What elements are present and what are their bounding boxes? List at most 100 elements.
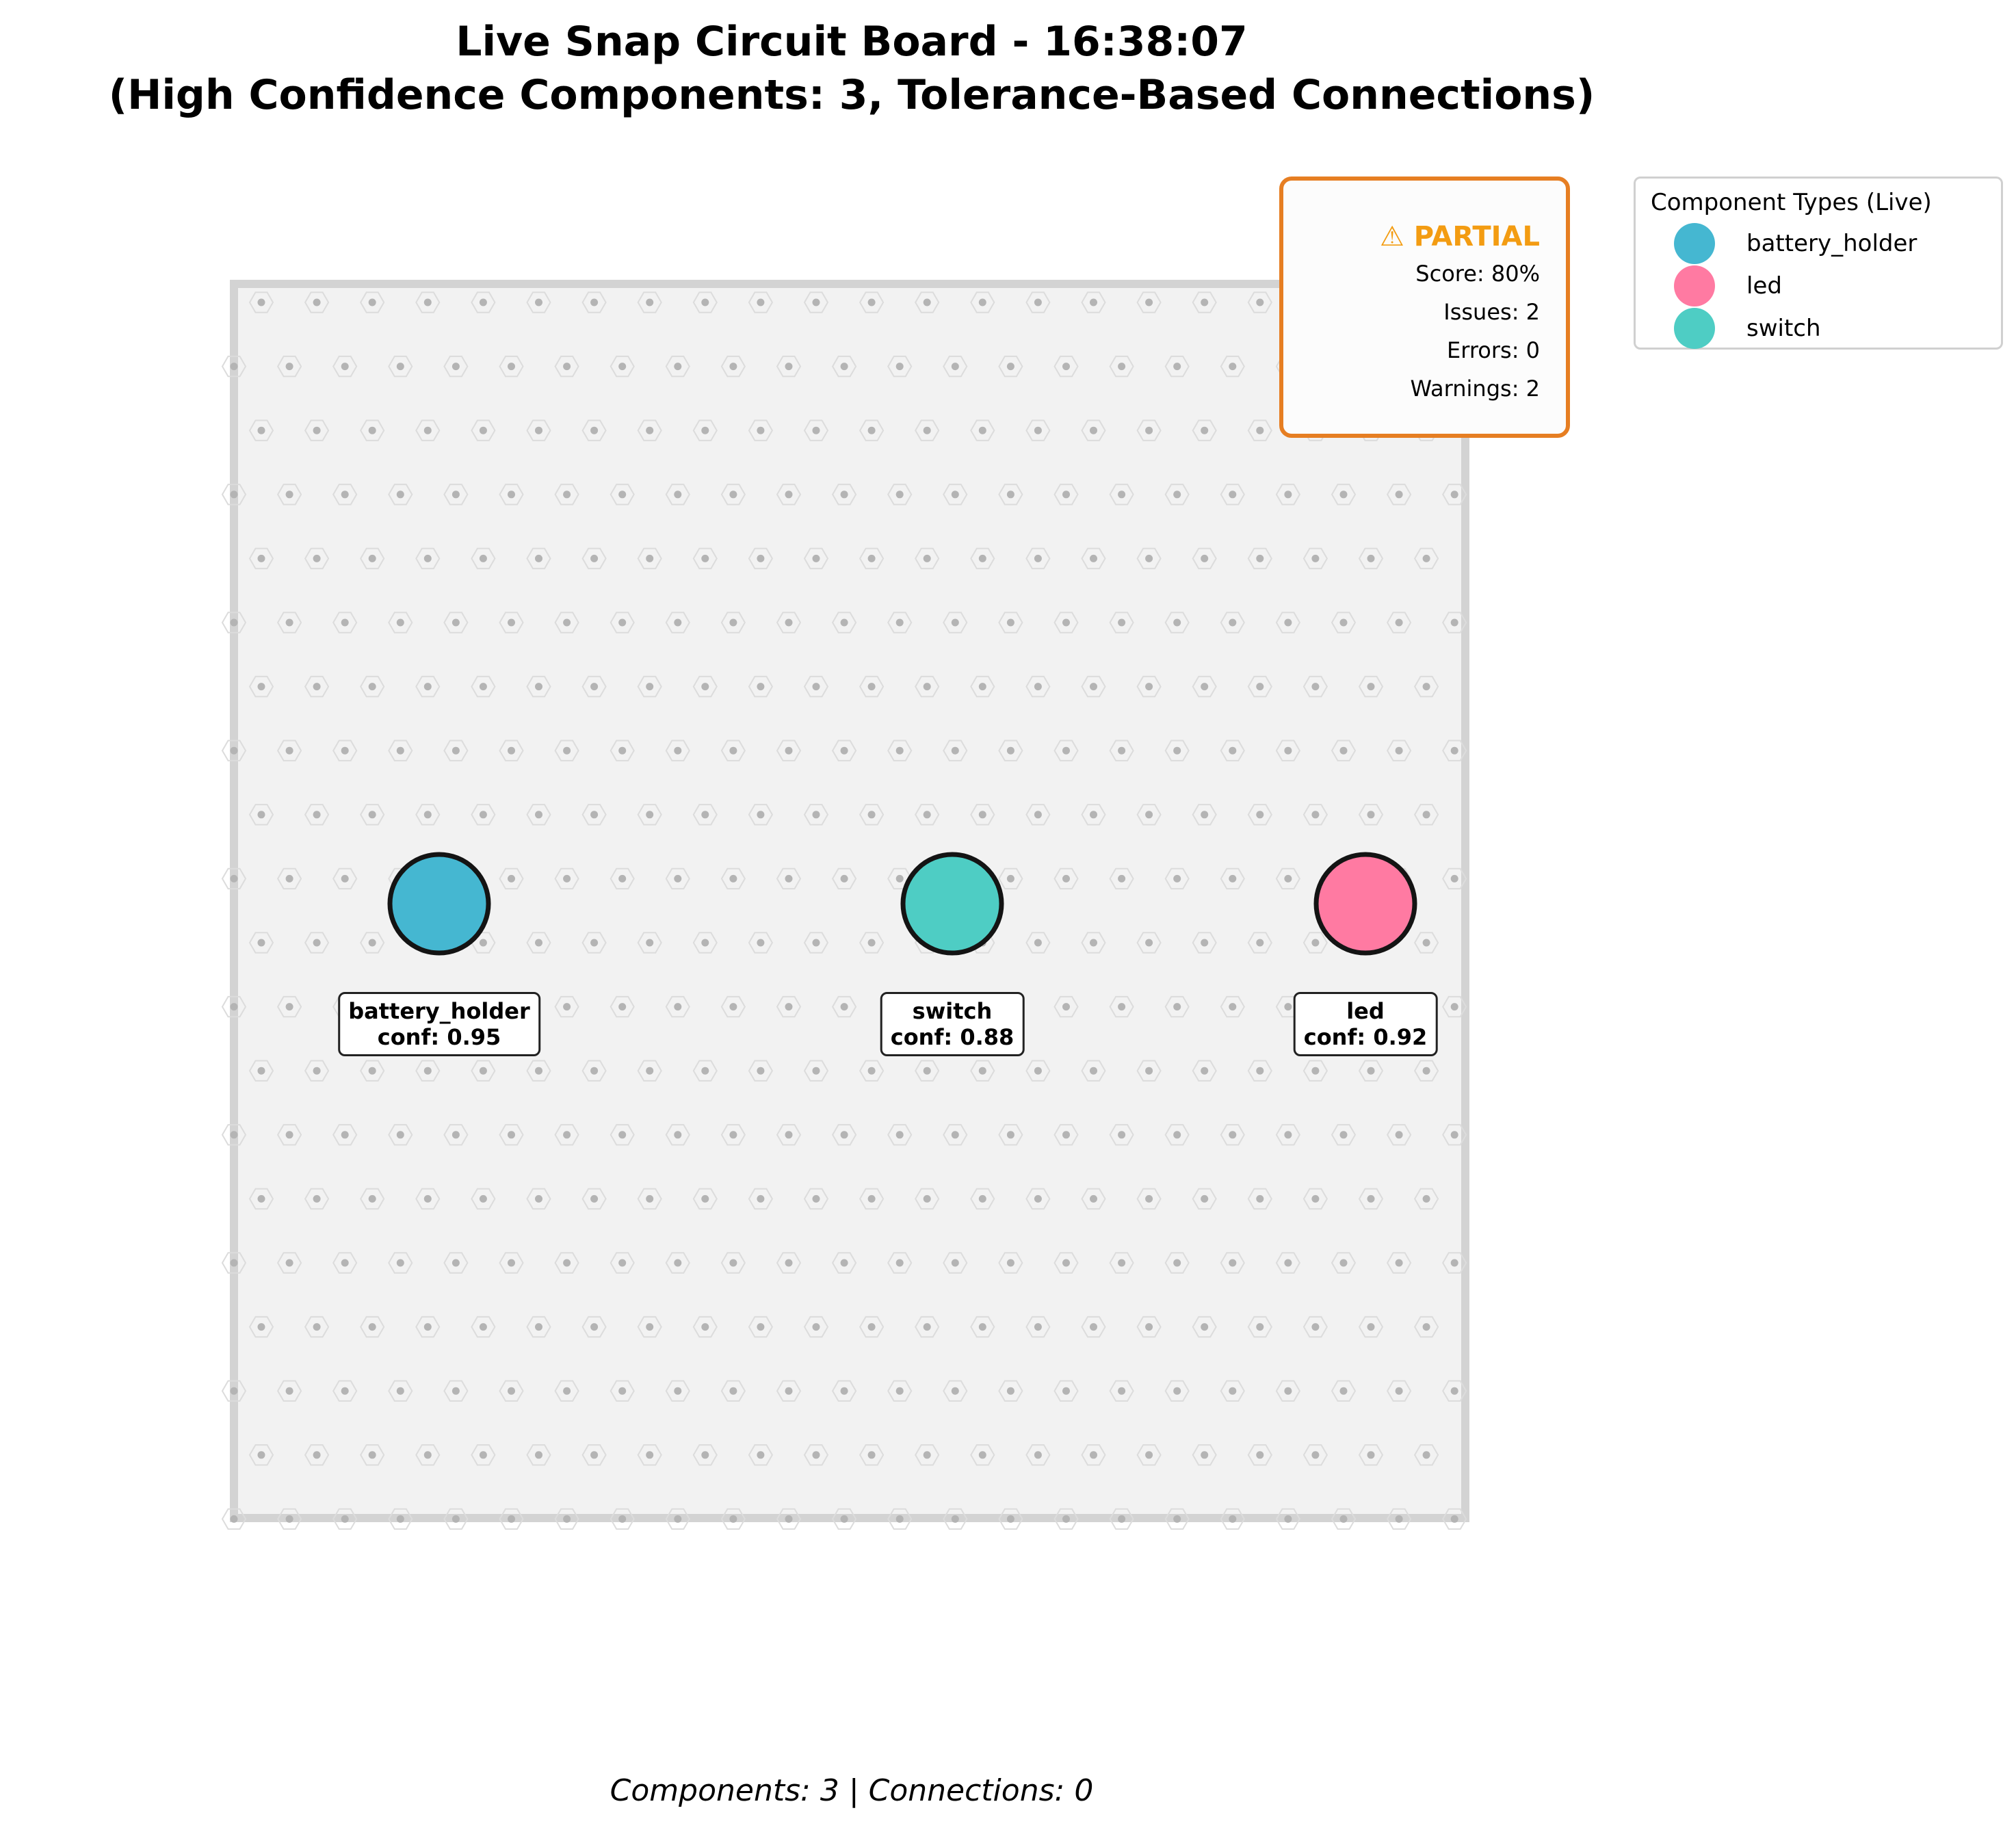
snap-peg (785, 1259, 793, 1267)
snap-peg (590, 1451, 599, 1459)
snap-peg (1450, 1259, 1458, 1267)
snap-peg-outline (887, 484, 913, 506)
snap-peg (951, 491, 959, 499)
snap-peg (257, 1451, 265, 1459)
snap-peg-outline (776, 740, 802, 761)
title-line-1: Live Snap Circuit Board - 16:38:07 (456, 18, 1248, 66)
snap-peg-outline (499, 1380, 524, 1402)
snap-peg-outline (1442, 867, 1467, 890)
snap-peg-outline (332, 1124, 358, 1146)
snap-peg-outline (499, 1508, 524, 1530)
snap-peg-outline (943, 1252, 968, 1274)
snap-peg (867, 298, 876, 306)
snap-peg-outline (665, 740, 690, 761)
snap-peg (341, 363, 349, 371)
snap-peg (951, 1131, 959, 1139)
snap-peg-outline (304, 675, 330, 698)
snap-peg (508, 874, 515, 883)
snap-peg (701, 426, 709, 434)
snap-peg-outline (748, 547, 774, 570)
component-led[interactable] (1313, 852, 1417, 956)
snap-peg-outline (803, 1444, 829, 1466)
snap-peg (895, 491, 904, 499)
snap-peg (368, 554, 376, 562)
snap-peg-outline (1109, 484, 1134, 506)
snap-peg-outline (1442, 1252, 1467, 1274)
snap-peg-outline (1247, 1060, 1272, 1082)
snap-peg (341, 746, 349, 755)
snap-peg (867, 683, 876, 691)
snap-peg (951, 363, 959, 371)
snap-peg (785, 746, 793, 755)
snap-peg-outline (1136, 804, 1162, 826)
snap-peg (396, 491, 404, 499)
snap-peg (1118, 363, 1126, 371)
snap-peg-outline (1109, 1380, 1134, 1402)
snap-peg (1367, 1067, 1375, 1075)
snap-peg-outline (887, 1252, 913, 1274)
snap-peg-outline (1136, 1188, 1162, 1210)
snap-peg-outline (554, 1252, 579, 1274)
snap-peg-outline (554, 1508, 579, 1530)
snap-peg-outline (276, 740, 302, 761)
snap-peg-outline (1053, 1252, 1079, 1274)
snap-peg (840, 363, 848, 371)
snap-peg-outline (803, 291, 829, 313)
snap-peg (812, 1194, 820, 1203)
snap-peg (396, 1515, 404, 1523)
snap-peg-outline (1302, 1060, 1328, 1082)
snap-peg-outline (692, 1060, 718, 1082)
snap-peg (563, 363, 571, 371)
snap-peg (590, 298, 599, 306)
snap-peg (895, 874, 904, 883)
snap-peg-outline (415, 291, 441, 313)
component-battery-holder[interactable] (387, 852, 491, 956)
snap-peg (285, 746, 293, 755)
snap-peg (840, 1259, 848, 1267)
snap-peg (1339, 1515, 1348, 1523)
snap-peg (1173, 1515, 1181, 1523)
snap-peg-outline (332, 355, 358, 378)
component-name: switch (912, 998, 993, 1024)
snap-peg-outline (526, 1188, 551, 1210)
snap-peg (895, 1131, 904, 1139)
snap-peg (1367, 1451, 1375, 1459)
summary-footer: Components: 3 | Connections: 0 (610, 1773, 1094, 1808)
snap-peg (840, 618, 848, 627)
snap-peg-outline (332, 1252, 358, 1274)
component-switch[interactable] (900, 852, 1004, 956)
snap-peg-outline (1164, 1380, 1190, 1402)
title-line-2: (High Confidence Components: 3, Toleranc… (108, 71, 1595, 119)
snap-peg (1422, 1194, 1430, 1203)
snap-peg (535, 298, 542, 306)
snap-peg (1450, 1003, 1458, 1011)
snap-peg (785, 874, 793, 883)
snap-peg-outline (1136, 419, 1162, 441)
snap-peg (646, 554, 654, 562)
snap-peg (257, 683, 265, 691)
snap-peg-outline (1053, 355, 1079, 378)
snap-peg (1006, 746, 1014, 755)
snap-peg (1006, 363, 1014, 371)
snap-peg (1311, 811, 1320, 819)
snap-peg-outline (1081, 1444, 1106, 1466)
snap-peg-outline (1136, 547, 1162, 570)
snap-peg-outline (581, 1188, 607, 1210)
snap-peg (757, 554, 765, 562)
snap-peg (257, 811, 265, 819)
snap-peg-outline (526, 675, 551, 698)
snap-peg (368, 1323, 376, 1331)
snap-peg-outline (859, 291, 885, 313)
snap-peg (451, 1131, 460, 1139)
snap-peg (646, 1451, 654, 1459)
snap-peg-outline (1192, 547, 1217, 570)
snap-peg-outline (637, 1060, 662, 1082)
snap-peg (757, 1067, 765, 1075)
snap-peg (895, 1387, 904, 1395)
snap-peg-outline (221, 867, 247, 890)
snap-peg (646, 1323, 654, 1331)
snap-peg (1201, 298, 1209, 306)
snap-peg-outline (1053, 1124, 1079, 1146)
snap-peg (674, 491, 682, 499)
snap-peg-outline (610, 1124, 635, 1146)
